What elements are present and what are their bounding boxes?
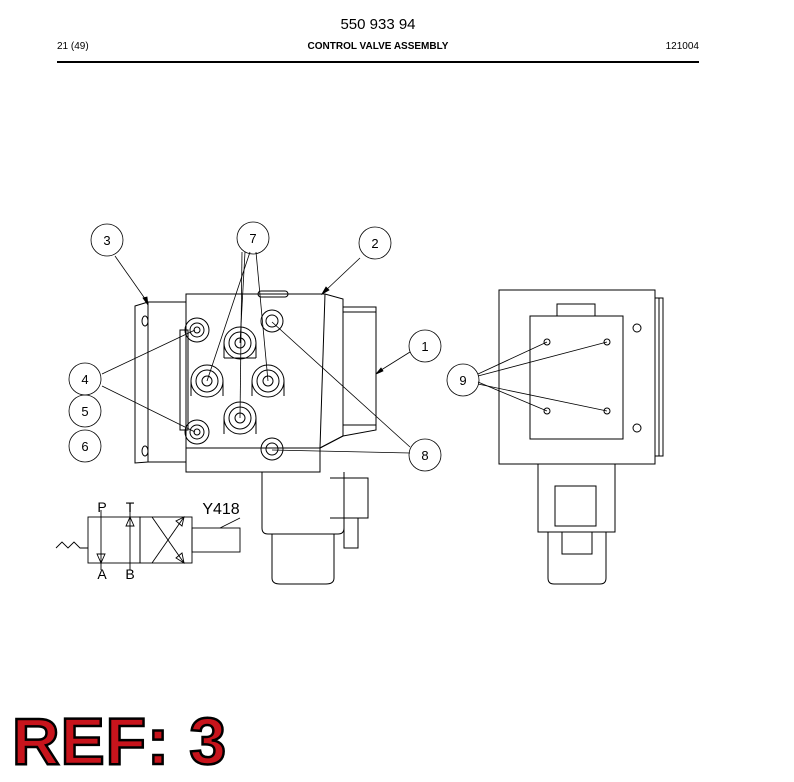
callout-7-label: 7	[249, 231, 256, 246]
callout-5	[68, 394, 102, 428]
page-header: 21 (49) CONTROL VALVE ASSEMBLY 121004	[57, 41, 699, 57]
callout-9-label: 9	[459, 373, 466, 388]
page-info: 21 (49)	[57, 41, 89, 52]
valve-assembly-side-view	[498, 289, 664, 585]
hose-fitting	[223, 326, 257, 360]
date-code: 121004	[665, 41, 699, 52]
hose-fitting	[184, 317, 210, 343]
callout-7	[236, 221, 270, 255]
hose-fitting	[184, 419, 210, 445]
callout-1	[408, 329, 442, 363]
callout-2-label: 2	[371, 236, 378, 251]
port-p-label: P	[97, 499, 106, 515]
callout-6-label: 6	[81, 439, 88, 454]
hydraulic-valve-symbol	[55, 510, 241, 570]
callout-3	[90, 223, 124, 257]
ref-label: REF: 3	[11, 704, 228, 778]
callout-9	[446, 363, 480, 397]
callout-5-label: 5	[81, 404, 88, 419]
hose-fitting	[190, 364, 224, 398]
callout-3-label: 3	[103, 233, 110, 248]
port-b-label: B	[125, 566, 134, 582]
port-plug	[260, 309, 284, 333]
callout-6	[68, 429, 102, 463]
document-title: CONTROL VALVE ASSEMBLY	[307, 41, 449, 52]
port-plug	[260, 437, 284, 461]
header-rule	[57, 61, 699, 63]
valve-assembly-front-view	[134, 290, 377, 585]
callout-2	[358, 226, 392, 260]
port-t-label: T	[126, 499, 135, 515]
callout-1-label: 1	[421, 339, 428, 354]
solenoid-label: Y418	[202, 501, 239, 518]
hose-fitting	[251, 364, 285, 398]
callout-balloons	[68, 221, 480, 472]
document-number: 550 933 94	[340, 16, 416, 33]
callout-8-label: 8	[421, 448, 428, 463]
callout-4-label: 4	[81, 372, 88, 387]
callout-8	[408, 438, 442, 472]
port-a-label: A	[97, 566, 107, 582]
leader-lines	[101, 251, 608, 454]
